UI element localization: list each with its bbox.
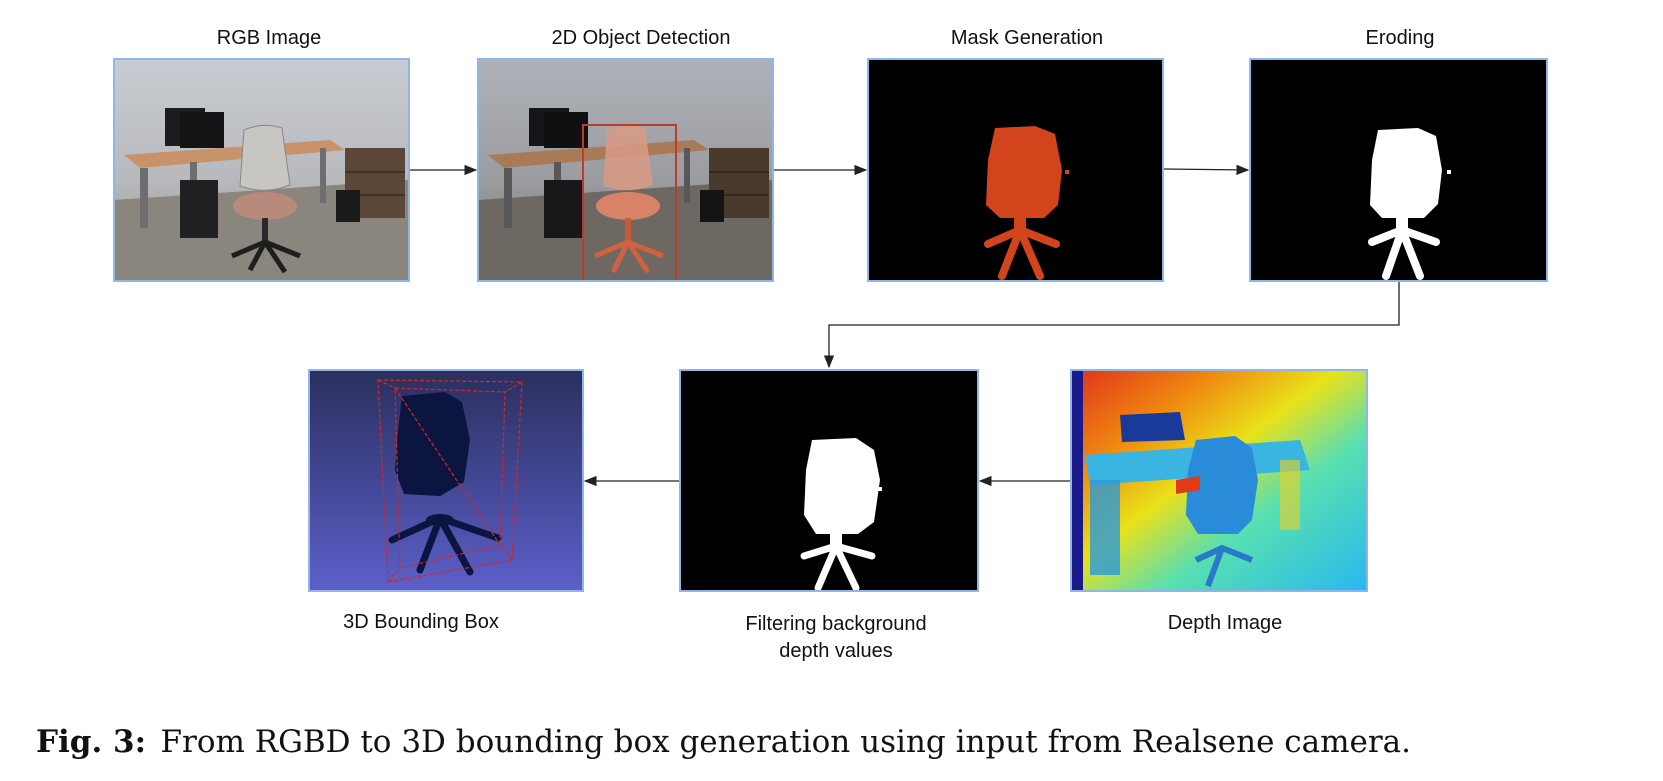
stage-label-filtering-line2: depth values (779, 640, 892, 662)
stage-label-filtering-line1: Filtering background (745, 613, 926, 635)
bbox3d-image-panel (308, 369, 584, 592)
caption-text: From RGBD to 3D bounding box generation … (161, 724, 1412, 760)
stage-label-rgb: RGB Image (217, 27, 321, 49)
mask-image-panel (867, 58, 1164, 282)
arrow-eroding-to-filtering (823, 282, 1400, 369)
caption-label: Fig. 3: (36, 724, 146, 760)
filtering-image-panel (679, 369, 979, 592)
stage-label-detection: 2D Object Detection (552, 27, 731, 49)
stage-label-mask: Mask Generation (951, 27, 1103, 49)
detection-image-panel (477, 58, 774, 282)
arrow-mask-to-eroding (1163, 164, 1250, 176)
depth-image-panel (1070, 369, 1368, 592)
bbox3d-wireframe (377, 379, 523, 583)
stage-label-depth: Depth Image (1168, 612, 1283, 634)
rgb-image-panel (113, 58, 410, 282)
stage-label-eroding: Eroding (1366, 27, 1435, 49)
figure-caption: Fig. 3: From RGBD to 3D bounding box gen… (36, 724, 1411, 760)
eroding-image-panel (1249, 58, 1548, 282)
stage-label-bbox3d: 3D Bounding Box (343, 611, 499, 633)
